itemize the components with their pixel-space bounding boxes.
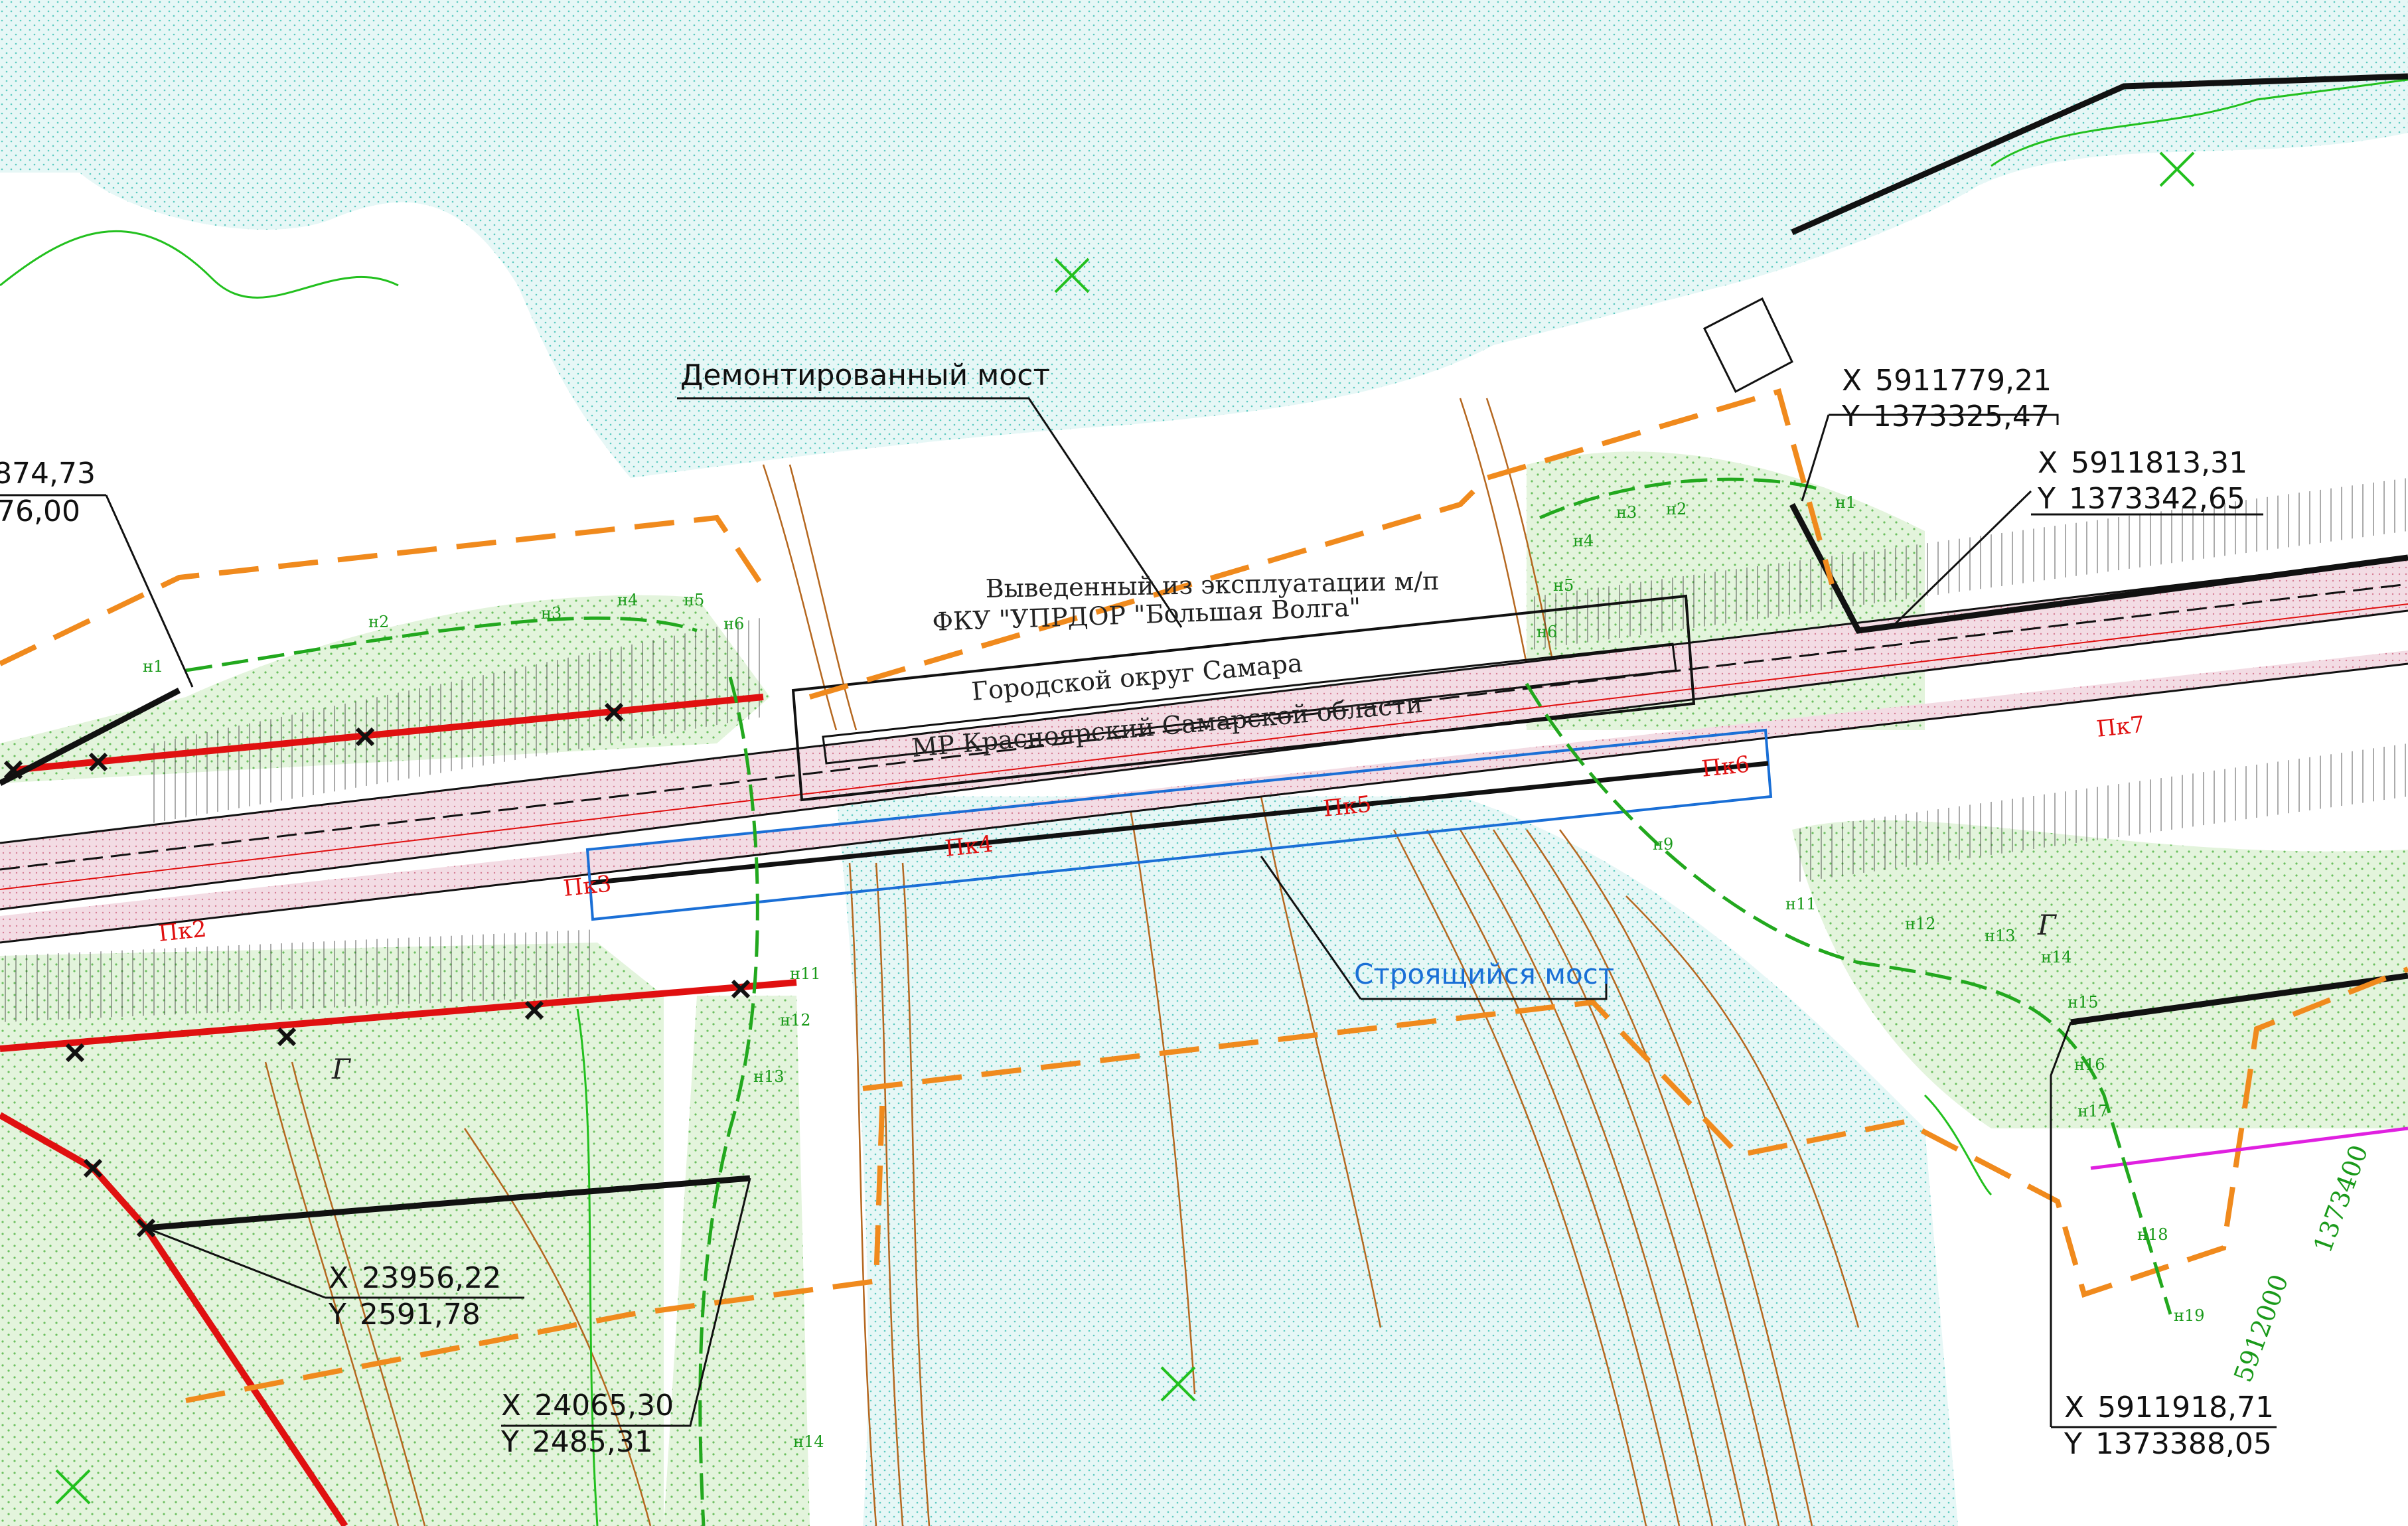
picket-label-4: Пк4 [944, 831, 994, 862]
svg-text:н4: н4 [617, 591, 638, 609]
svg-text:н1: н1 [143, 657, 163, 676]
leader-lines [0, 397, 2277, 1428]
svg-text:н9: н9 [1653, 835, 1673, 854]
picket-label-6: Пк6 [1700, 751, 1751, 783]
svg-text:н5: н5 [1553, 576, 1574, 595]
svg-text:н15: н15 [2068, 993, 2099, 1012]
decommissioned-bridge-outline [791, 594, 1696, 802]
construction-bridge-outline [585, 728, 1773, 921]
coord-callout-6: 874,73 76,00 [0, 457, 96, 528]
vegetation-center-strip [664, 996, 810, 1526]
building-square [1703, 297, 1793, 394]
bridge-under-construction-label: Строящийся мост [1354, 958, 1614, 990]
contour-lines [264, 398, 1860, 1526]
svg-text:н14: н14 [793, 1432, 824, 1451]
svg-text:н5: н5 [684, 591, 704, 609]
water-area [0, 0, 2408, 478]
svg-text:н2: н2 [1666, 500, 1687, 518]
orange-dashed-boundaries [0, 388, 2408, 1403]
svg-text:н11: н11 [790, 964, 821, 983]
grid-label-x: 5912000 [2228, 1270, 2294, 1386]
contour-label-g2: Г [2037, 909, 2058, 941]
svg-text:н19: н19 [2174, 1306, 2205, 1325]
vegetation-boundaries [0, 78, 2408, 1526]
road-edges [0, 556, 2408, 944]
svg-text:н1: н1 [1835, 493, 1856, 512]
svg-text:н13: н13 [753, 1067, 785, 1086]
picket-label-3: Пк3 [562, 871, 613, 902]
picket-label-7: Пк7 [2095, 712, 2146, 743]
slope-hatch-left-lower [0, 929, 597, 1022]
grid-crosses [55, 151, 2195, 1505]
road-corridor-lower [0, 650, 2408, 943]
svg-text:н6: н6 [1537, 623, 1557, 641]
x-markers [3, 702, 751, 1238]
vegetation-left-lower [0, 943, 664, 1526]
svg-text:н12: н12 [780, 1011, 811, 1030]
black-lines [0, 73, 2408, 1231]
svg-text:н14: н14 [2041, 948, 2072, 966]
grid-label-y: 1373400 [2308, 1141, 2373, 1257]
vegetation-far-right [1792, 820, 2408, 1128]
bridge-inner-outline [822, 643, 1677, 765]
picket-label-5: Пк5 [1322, 791, 1373, 822]
svg-text:н3: н3 [541, 604, 562, 623]
svg-text:н18: н18 [2137, 1225, 2168, 1244]
magenta-line [2090, 1126, 2408, 1170]
water-lower [836, 797, 1958, 1526]
slope-hatch-left [153, 617, 763, 823]
contour-label-g1: Г [331, 1053, 352, 1085]
road-corridor [0, 558, 2408, 909]
slope-hatch-right-lower [1792, 743, 2408, 883]
svg-text:874,73: 874,73 [0, 457, 96, 491]
svg-text:н4: н4 [1573, 532, 1594, 550]
svg-text:н2: н2 [368, 613, 389, 631]
slope-hatch-right [1527, 478, 2408, 650]
svg-text:н11: н11 [1785, 895, 1817, 913]
green-point-labels: н1 н2 н3 н4 н5 н6 н1 н2 н3 н4 н5 н6 н9 н… [143, 493, 2205, 1451]
svg-text:н13: н13 [1985, 927, 2016, 945]
svg-text:н12: н12 [1905, 915, 1936, 933]
red-property-lines [0, 694, 797, 1526]
svg-text:н17: н17 [2077, 1102, 2109, 1120]
svg-text:н6: н6 [723, 615, 744, 633]
demolished-bridge-label: Демонтированный мост [680, 358, 1050, 392]
svg-text:н16: н16 [2074, 1055, 2105, 1074]
svg-text:76,00: 76,00 [0, 495, 80, 528]
picket-label-2: Пк2 [157, 916, 208, 947]
svg-text:н3: н3 [1616, 503, 1637, 522]
red-boundary [0, 603, 2408, 890]
construction-bridge-axis [590, 761, 1769, 885]
